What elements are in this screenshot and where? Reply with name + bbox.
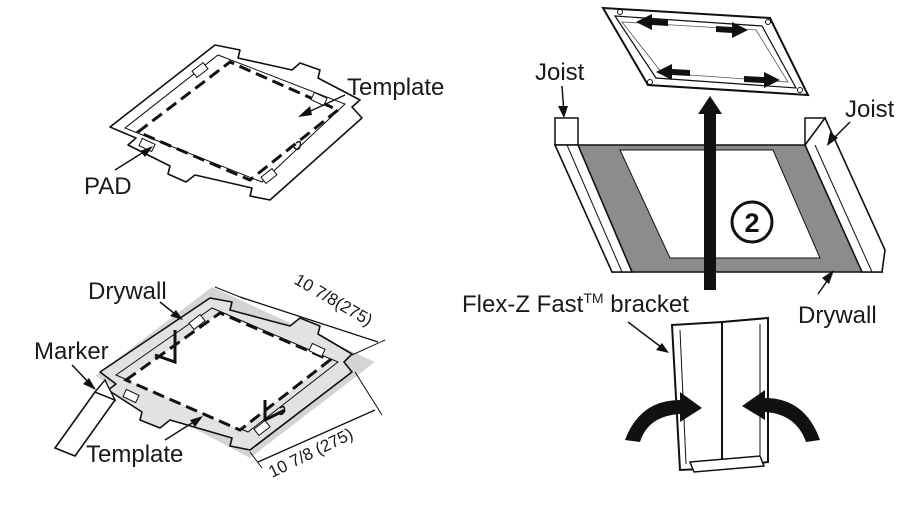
- dimension-extension: [354, 371, 383, 416]
- pad-tab: [260, 167, 278, 185]
- template-label: Template: [86, 441, 183, 468]
- dimension-line-bottom: [257, 409, 376, 463]
- bracket-bottom-flap: [688, 455, 766, 473]
- arrow-left-icon: [656, 64, 690, 80]
- pad-tab: [122, 388, 140, 404]
- template-leader-arrow: [190, 416, 203, 427]
- template-dashed-outline: [135, 60, 341, 182]
- pad-leader-arrow: [140, 146, 153, 157]
- marker-leader-arrow: [83, 378, 96, 390]
- fold-arrow-left-icon: [625, 392, 702, 442]
- bracket-leader: [627, 321, 666, 351]
- drywall-label: Drywall: [798, 302, 877, 329]
- joist-right-arrow: [827, 132, 838, 146]
- drywall-leader-arrow: [170, 310, 183, 320]
- pad-tab: [253, 419, 271, 437]
- arrow-right-icon: [716, 22, 748, 38]
- corner-mark: [154, 330, 177, 365]
- joist-edge: [566, 144, 623, 273]
- bracket-frame-folded: [670, 316, 769, 473]
- right-joist: [804, 116, 886, 273]
- template-leader-arrow: [298, 106, 312, 117]
- bracket-leader-arrow: [656, 343, 669, 353]
- joist-left-label: Joist: [535, 59, 585, 86]
- step-number: 2: [744, 208, 759, 238]
- template-dashed-outline: [122, 311, 333, 432]
- pad-tab: [188, 313, 206, 331]
- bracket-rivet: [617, 9, 623, 15]
- joist-edge: [814, 144, 873, 273]
- marker-pen-tip: [93, 378, 117, 402]
- bracket-rivet: [765, 19, 771, 25]
- bracket-frame-outline: [601, 6, 810, 97]
- template-pad-figure: Template PAD: [84, 44, 444, 201]
- dimension-extension: [214, 286, 246, 300]
- pad-label: PAD: [84, 173, 132, 200]
- fold-arrow-right-icon: [742, 390, 820, 442]
- pad-tab: [191, 61, 209, 79]
- bracket-frame-inner: [621, 21, 789, 83]
- template-mark: [277, 405, 286, 416]
- bracket-frame-inner: [613, 15, 798, 89]
- dimension-line-top: [239, 296, 379, 343]
- drywall-arrow: [822, 270, 834, 284]
- pad-tab: [310, 91, 328, 107]
- bracket-rivet: [797, 87, 803, 93]
- left-joist-top: [554, 117, 579, 146]
- installation-figure: 2 Joist Joist Drywall Flex-Z FastTM brac…: [462, 6, 895, 473]
- joist-right-label: Joist: [845, 96, 895, 123]
- arrow-right-icon: [744, 72, 780, 88]
- bracket-rivet: [647, 79, 653, 85]
- pad-outline: [109, 44, 363, 201]
- dimension-extension: [351, 339, 386, 356]
- template-mark: [293, 140, 302, 151]
- folded-bracket-left: [670, 320, 723, 472]
- up-arrow-head: [698, 96, 722, 114]
- up-arrow-shaft: [704, 112, 716, 290]
- bracket-frame-top: [601, 6, 810, 97]
- drywall-marking-figure: Marker Drywall Template 10 7/8(275) 10 7…: [34, 270, 386, 482]
- folded-bracket-right: [721, 316, 769, 470]
- arrow-left-icon: [636, 14, 668, 30]
- bracket-label: Flex-Z FastTM bracket: [462, 290, 689, 318]
- marker-label: Marker: [34, 338, 109, 365]
- pad-tab: [308, 342, 326, 358]
- step-badge: [730, 200, 774, 244]
- template-label: Template: [347, 74, 444, 101]
- left-joist: [553, 144, 634, 273]
- joist-left-arrow: [558, 106, 568, 118]
- drywall-label: Drywall: [88, 278, 167, 305]
- dimension-extension: [249, 451, 263, 469]
